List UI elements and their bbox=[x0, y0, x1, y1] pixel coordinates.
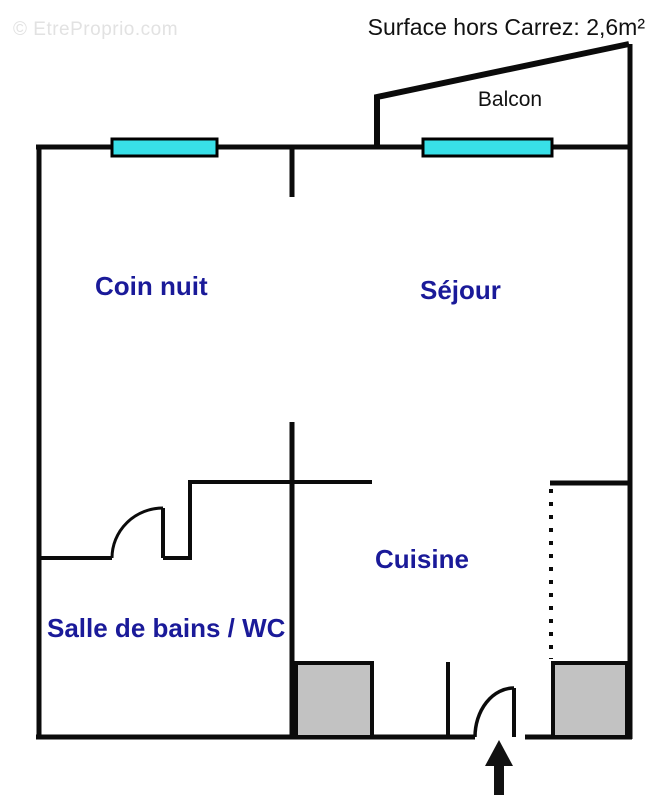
doors bbox=[110, 506, 516, 738]
balcony-label: Balcon bbox=[477, 88, 543, 111]
bathroom-door-swing-arc bbox=[110, 506, 164, 559]
watermark: © EtreProprio.com bbox=[13, 19, 179, 40]
window-sejour-balcony bbox=[421, 137, 554, 158]
entrance-arrow-head bbox=[485, 740, 513, 766]
room-label-salle-de-bains-wc: Salle de bains / WC bbox=[47, 613, 286, 643]
room-label-sejour: Séjour bbox=[420, 275, 501, 305]
kitchen-fixture-left bbox=[294, 661, 374, 739]
entrance-door-swing-arc bbox=[473, 686, 515, 738]
balcony-walls bbox=[374, 41, 630, 149]
window-coin-nuit bbox=[110, 137, 219, 158]
entrance-arrow-shaft bbox=[494, 764, 504, 795]
room-label-cuisine: Cuisine bbox=[375, 544, 469, 574]
room-label-coin-nuit: Coin nuit bbox=[95, 271, 208, 301]
interior-walls bbox=[37, 147, 630, 739]
entrance-arrow-icon bbox=[485, 740, 513, 795]
surface-note: Surface hors Carrez: 2,6m² bbox=[367, 14, 645, 40]
kitchen-fixture-right bbox=[551, 661, 629, 739]
